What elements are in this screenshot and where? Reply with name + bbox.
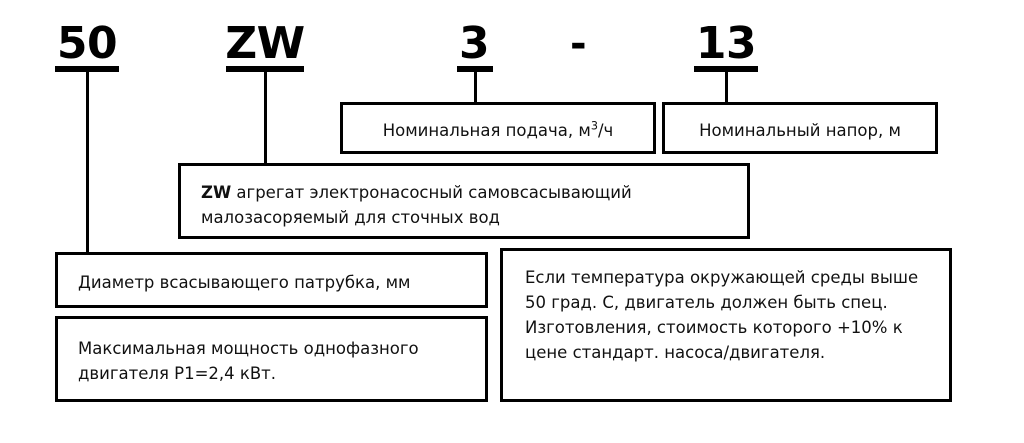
box-series-description: ZW агрегат электронасосный самовсасывающ… [178,163,750,239]
box-nominal-flow: Номинальная подача, м3/ч [340,102,656,154]
series-code-bold: ZW [201,183,232,202]
token-series: ZW [225,18,305,69]
connector-flow [474,70,477,104]
box-motor-power-label: Максимальная мощность однофазного двигат… [78,339,424,383]
token-head: 13 [695,18,757,69]
box-suction-diameter: Диаметр всасывающего патрубка, мм [55,252,488,308]
token-underline-head [694,66,758,72]
token-underline-suction-diameter [55,66,119,72]
box-motor-power: Максимальная мощность однофазного двигат… [55,316,488,402]
token-flow: 3 [458,18,490,69]
box-nominal-flow-label: Номинальная подача, м3/ч [382,119,614,140]
token-suction-diameter: 50 [56,18,118,69]
box-nominal-head: Номинальный напор, м [662,102,938,154]
connector-head [725,70,728,104]
box-nominal-head-label: Номинальный напор, м [699,121,901,140]
superscript-three: 3 [590,119,598,133]
box-suction-diameter-label: Диаметр всасывающего патрубка, мм [78,273,411,292]
token-underline-series [226,66,304,72]
connector-suction-diameter [86,70,89,254]
box-temperature-note: Если температура окружающей среды выше 5… [500,248,952,402]
token-underline-flow [457,66,493,72]
box-series-description-label: ZW агрегат электронасосный самовсасывающ… [201,183,637,227]
connector-series [264,70,267,165]
box-temperature-note-label: Если температура окружающей среды выше 5… [525,268,924,362]
token-separator: - [569,21,587,67]
